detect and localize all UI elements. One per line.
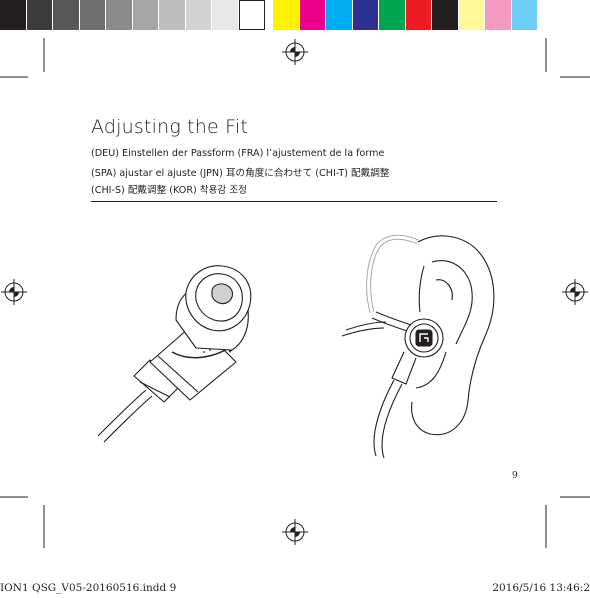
registration-mark-icon bbox=[562, 279, 588, 305]
color-swatch bbox=[159, 0, 186, 30]
color-swatch bbox=[106, 0, 133, 30]
color-swatch bbox=[405, 0, 432, 30]
color-swatch bbox=[432, 0, 459, 30]
color-swatch bbox=[299, 0, 326, 30]
color-swatch bbox=[485, 0, 512, 30]
title-divider bbox=[91, 201, 497, 202]
color-calibration-bar bbox=[0, 0, 538, 30]
color-swatch bbox=[379, 0, 406, 30]
registration-mark-icon bbox=[282, 519, 308, 545]
color-swatch bbox=[326, 0, 353, 30]
earbud-rotate-illustration bbox=[97, 265, 252, 443]
footer-filename: ION1 QSG_V05-20160516.indd 9 bbox=[0, 582, 177, 594]
color-swatch bbox=[26, 0, 53, 30]
registration-mark-icon bbox=[282, 39, 308, 65]
color-swatch bbox=[273, 0, 300, 30]
color-swatch bbox=[352, 0, 379, 30]
footer-timestamp: 2016/5/16 13:46:2 bbox=[492, 582, 590, 594]
page-title: Adjusting the Fit bbox=[91, 116, 249, 138]
color-swatch bbox=[53, 0, 80, 30]
color-swatch bbox=[79, 0, 106, 30]
subtitle-line-1: (DEU) Einstellen der Passform (FRA) l’aj… bbox=[91, 148, 385, 159]
color-swatch bbox=[511, 0, 538, 30]
color-swatch bbox=[212, 0, 239, 30]
subtitle-line-3: (CHI-S) 配戴调整 (KOR) 착용감 조정 bbox=[91, 185, 247, 196]
color-swatch bbox=[185, 0, 212, 30]
color-swatch bbox=[458, 0, 485, 30]
ear-fit-illustration bbox=[341, 234, 495, 459]
page-number: 9 bbox=[512, 471, 518, 481]
crop-marks bbox=[0, 38, 590, 548]
subtitle-line-2: (SPA) ajustar el ajuste (JPN) 耳の角度に合わせて … bbox=[91, 168, 390, 179]
color-swatch bbox=[238, 0, 265, 30]
registration-mark-icon bbox=[1, 279, 27, 305]
color-swatch bbox=[0, 0, 27, 30]
color-swatch bbox=[132, 0, 159, 30]
